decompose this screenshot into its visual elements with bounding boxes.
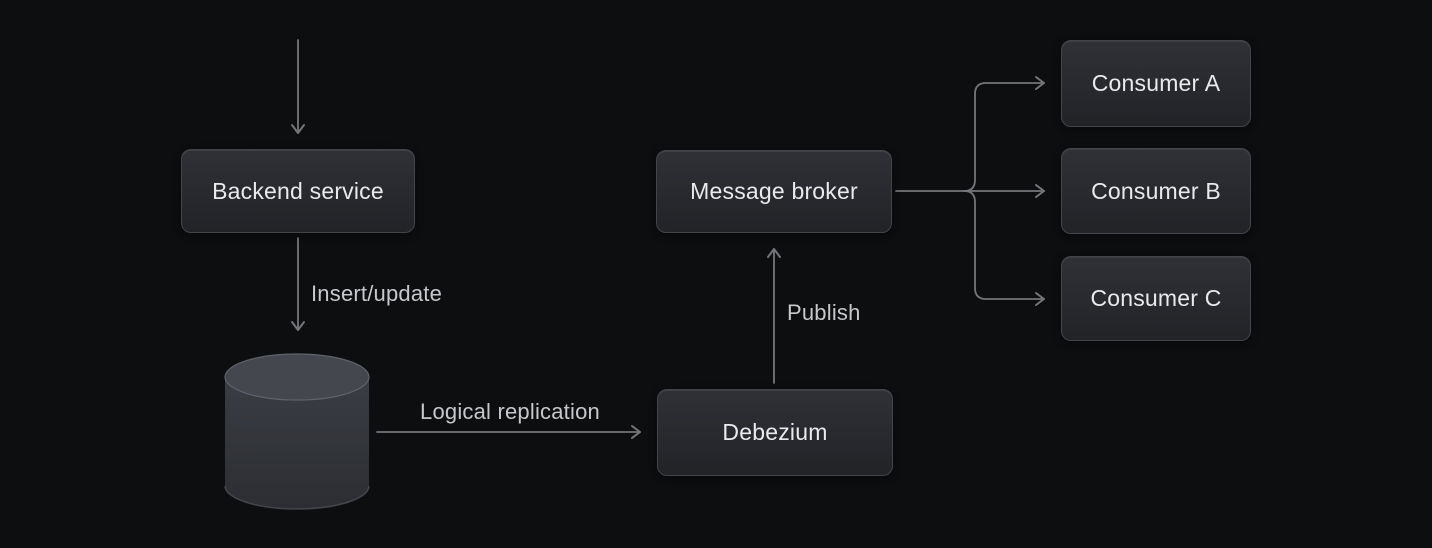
database-icon — [224, 353, 370, 510]
node-consumer-a-label: Consumer A — [1091, 70, 1221, 96]
node-consumer-c: Consumer C — [1061, 256, 1251, 341]
edge-broker-to-consumer-a — [963, 76, 1045, 192]
edge-label-insert-update: Insert/update — [311, 281, 443, 306]
node-debezium-label: Debezium — [722, 419, 828, 445]
node-consumer-b-label: Consumer B — [1091, 177, 1221, 204]
database-top — [224, 353, 370, 401]
node-backend-service-label: Backend service — [212, 177, 384, 204]
edge-broker-to-consumer-c — [963, 190, 1045, 306]
node-consumer-b: Consumer B — [1061, 148, 1251, 234]
database-body — [225, 377, 369, 509]
node-debezium: Debezium — [657, 389, 893, 476]
edge-label-publish: Publish — [787, 300, 861, 325]
node-message-broker-label: Message broker — [690, 178, 858, 204]
database-bottom-rim — [224, 485, 370, 510]
edge-label-logical-replication: Logical replication — [420, 399, 600, 424]
node-consumer-a: Consumer A — [1061, 40, 1251, 127]
node-consumer-c-label: Consumer C — [1090, 285, 1222, 311]
node-backend-service: Backend service — [181, 149, 415, 233]
node-message-broker: Message broker — [656, 150, 892, 233]
